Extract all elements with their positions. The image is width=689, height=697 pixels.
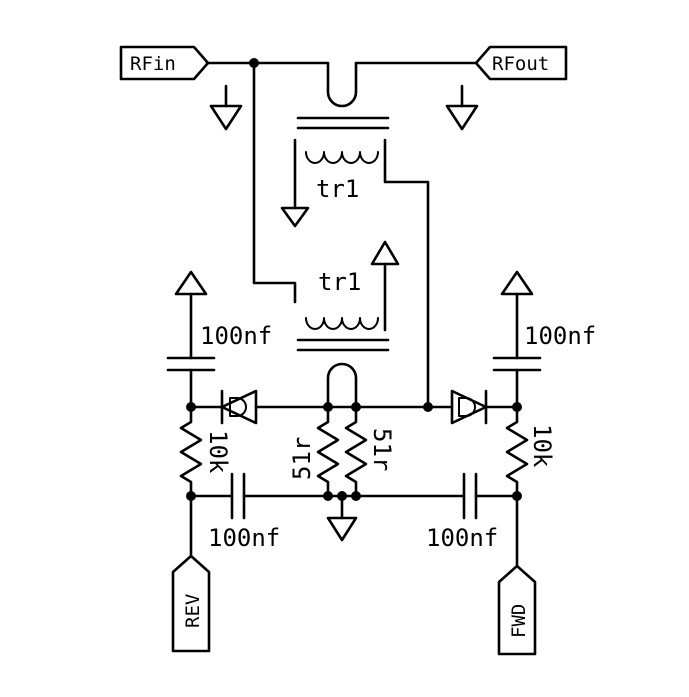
supply-arrow-right [500, 270, 534, 360]
output-bus [186, 491, 522, 501]
junction-dot [323, 491, 333, 501]
capacitor-right-supply-label: 100nf [524, 322, 596, 350]
transformer-bottom: tr1 [296, 240, 400, 352]
fwd-label: FWD [508, 604, 530, 638]
transformer-top-label: tr1 [316, 175, 359, 203]
junction-dot [351, 491, 361, 501]
resistor-left-label: 10k [204, 430, 232, 474]
rf-to-transformer-wire [252, 61, 297, 304]
diode-left [220, 389, 258, 425]
resistor-mid-right-51r: 51r [344, 405, 396, 498]
capacitor-right-out: 100nf [426, 472, 498, 552]
junction-dot [423, 402, 433, 412]
capacitor-left-supply-label: 100nf [200, 322, 272, 350]
resistor-mid-left-51r: 51r [288, 405, 340, 498]
rev-port: REV [171, 554, 211, 653]
capacitor-left-supply: 100nf [166, 322, 272, 409]
center-tap-loop [326, 362, 358, 409]
ground-symbol-center [326, 494, 358, 542]
rf-line [205, 58, 478, 108]
capacitor-left-out: 100nf [208, 472, 280, 552]
resistor-left-10k: 10k [179, 405, 232, 498]
rfin-label: RFin [130, 53, 176, 75]
ground-symbol-right [445, 84, 479, 131]
fwd-port: FWD [497, 564, 537, 656]
rev-label: REV [182, 594, 204, 628]
rfin-port: RFin [119, 45, 210, 81]
ground-symbol-left [209, 84, 243, 131]
transformer-bottom-label: tr1 [318, 268, 361, 296]
capacitor-right-out-label: 100nf [426, 524, 498, 552]
rfout-label: RFout [492, 53, 549, 75]
capacitor-left-out-label: 100nf [208, 524, 280, 552]
diode-right [450, 389, 488, 425]
capacitor-right-supply: 100nf [492, 322, 596, 409]
diode-bus [186, 402, 522, 412]
resistor-right-10k: 10k [505, 405, 556, 498]
rfout-port: RFout [474, 45, 568, 81]
resistor-right-label: 10k [528, 424, 556, 468]
resistor-mid-left-label: 51r [288, 437, 316, 480]
transformer-top: tr1 [280, 116, 430, 409]
resistor-mid-right-label: 51r [368, 428, 396, 471]
supply-arrow-left [174, 270, 208, 360]
